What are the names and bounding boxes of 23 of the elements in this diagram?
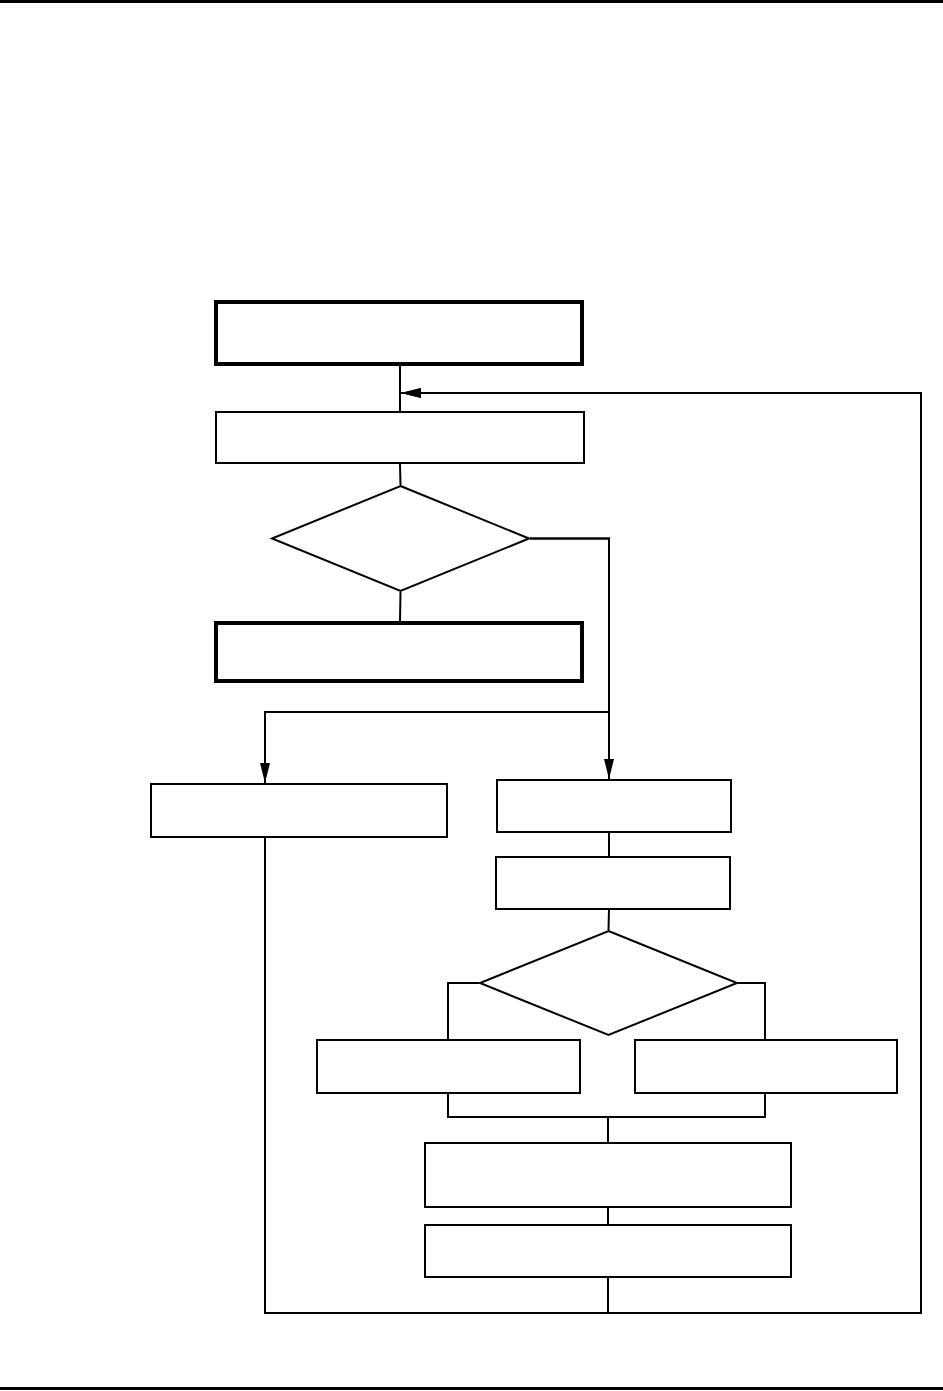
process-box bbox=[214, 300, 584, 366]
connector-line bbox=[608, 832, 610, 857]
process-box bbox=[316, 1039, 581, 1094]
connector-line bbox=[399, 591, 402, 622]
connector-line bbox=[399, 365, 401, 412]
process-box bbox=[214, 621, 584, 683]
decision-diamond bbox=[271, 485, 530, 592]
connector-line bbox=[399, 463, 402, 486]
process-box bbox=[424, 1142, 792, 1208]
connector-line bbox=[447, 982, 480, 1040]
process-box bbox=[496, 779, 732, 833]
arrow bbox=[529, 537, 614, 780]
connector-line bbox=[607, 1093, 766, 1143]
process-box bbox=[495, 856, 731, 910]
connector-line bbox=[607, 909, 610, 931]
process-box bbox=[215, 411, 585, 464]
arrow bbox=[264, 388, 922, 1314]
process-box bbox=[150, 783, 448, 838]
decision-diamond bbox=[479, 930, 738, 1036]
connector-line bbox=[607, 1207, 609, 1225]
connector-line bbox=[737, 982, 766, 1040]
process-box bbox=[424, 1224, 792, 1278]
process-box bbox=[634, 1039, 898, 1094]
